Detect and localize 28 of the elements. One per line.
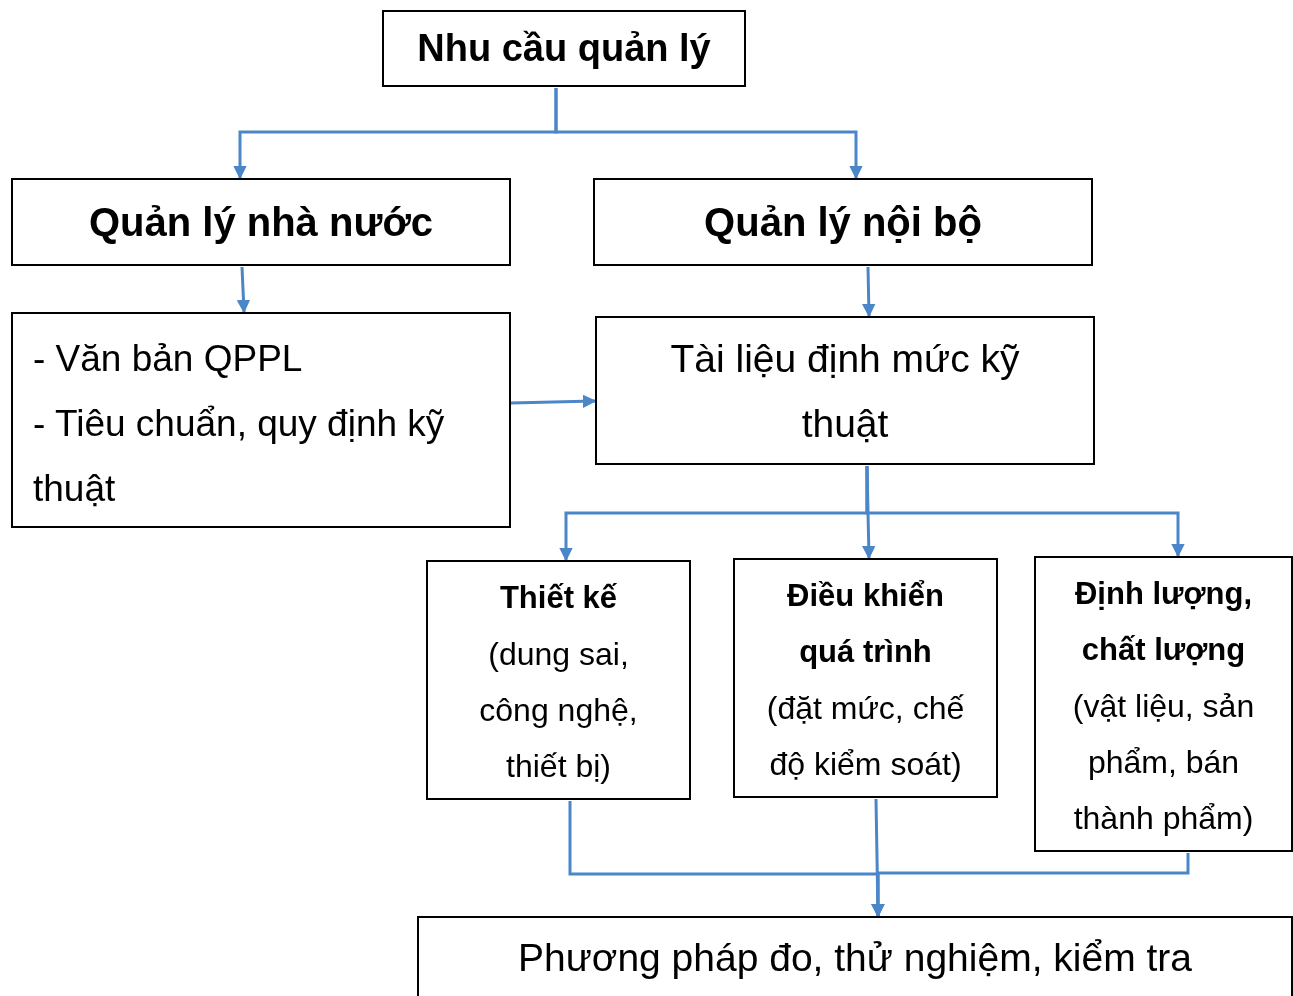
node-description: (đặt mức, chế độ kiểm soát) <box>765 689 966 784</box>
node-description: (dung sai, công nghệ, thiết bị) <box>478 635 639 786</box>
node-text: Phương pháp đo, thử nghiệm, kiểm tra <box>518 936 1192 980</box>
heading-text: Nhu cầu quản lý <box>417 27 711 70</box>
process-box <box>426 560 691 800</box>
arrow <box>236 266 251 314</box>
arrow <box>862 266 876 318</box>
heading-text: Quản lý nội bộ <box>704 199 982 245</box>
process-box <box>1034 556 1293 852</box>
list-item: - Tiêu chuẩn, quy định kỹ thuật <box>32 402 446 511</box>
process-box <box>417 916 1293 996</box>
node-heading: Thiết kế <box>498 579 619 617</box>
node-description: (vật liệu, sản phẩm, bán thành phẩm) <box>1071 687 1256 838</box>
list-item: - Văn bản QPPL <box>32 337 304 381</box>
process-box <box>11 178 511 266</box>
process-box <box>733 558 998 798</box>
process-box <box>382 10 746 87</box>
arrow <box>871 853 1190 918</box>
node-heading: Định lượng, chất lượng <box>1073 575 1254 669</box>
node-text: Tài liệu định mức kỹ thuật <box>669 335 1021 447</box>
process-box <box>595 316 1095 465</box>
process-box <box>11 312 511 528</box>
heading-text: Quản lý nhà nước <box>88 199 434 245</box>
arrow <box>865 466 1185 558</box>
arrow <box>554 88 863 180</box>
node-heading: Điều khiển quá trình <box>786 577 945 671</box>
arrow <box>510 394 597 409</box>
process-box <box>593 178 1093 266</box>
